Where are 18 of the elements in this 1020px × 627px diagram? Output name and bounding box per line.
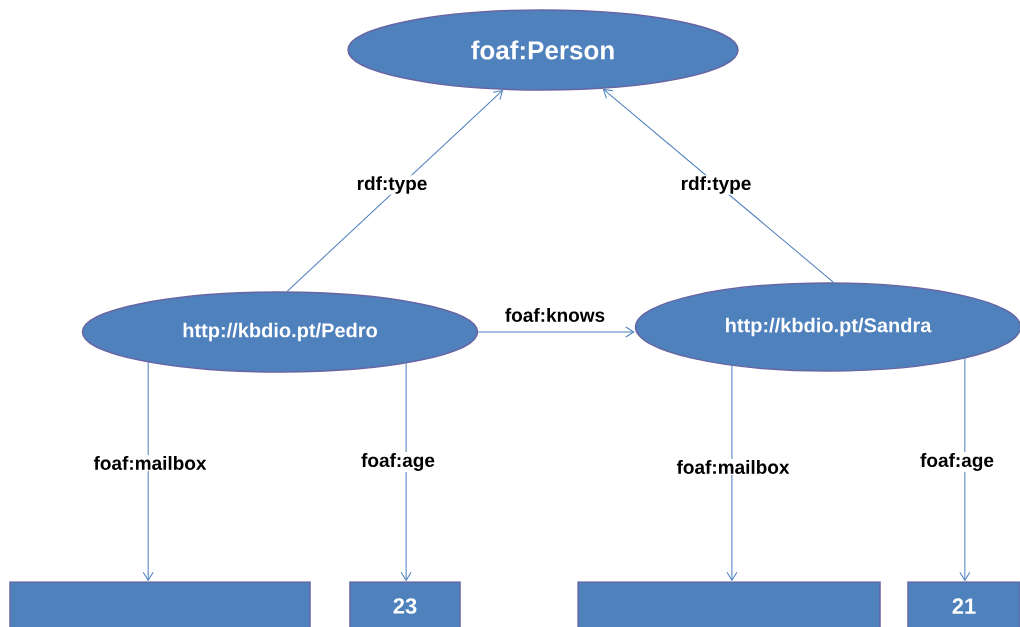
edge-label: foaf:mailbox	[675, 459, 791, 475]
arrow	[477, 326, 635, 338]
edge-label: rdf:type	[355, 175, 429, 195]
arrow	[603, 88, 834, 283]
literal-box: 21	[907, 581, 1020, 627]
literal-box: 23	[349, 581, 461, 627]
edge-label: foaf:age	[360, 452, 436, 472]
arrow	[400, 362, 412, 581]
arrow	[142, 361, 154, 581]
edge-label: rdf:type	[679, 175, 753, 195]
literal-box	[577, 581, 881, 627]
arrow	[959, 358, 971, 581]
edge-label: foaf:knows	[503, 307, 607, 323]
edge-label: foaf:age	[919, 452, 995, 472]
literal-box	[9, 581, 311, 627]
arrow	[726, 365, 738, 581]
edge-label: foaf:mailbox	[92, 455, 208, 471]
arrow	[286, 90, 503, 292]
